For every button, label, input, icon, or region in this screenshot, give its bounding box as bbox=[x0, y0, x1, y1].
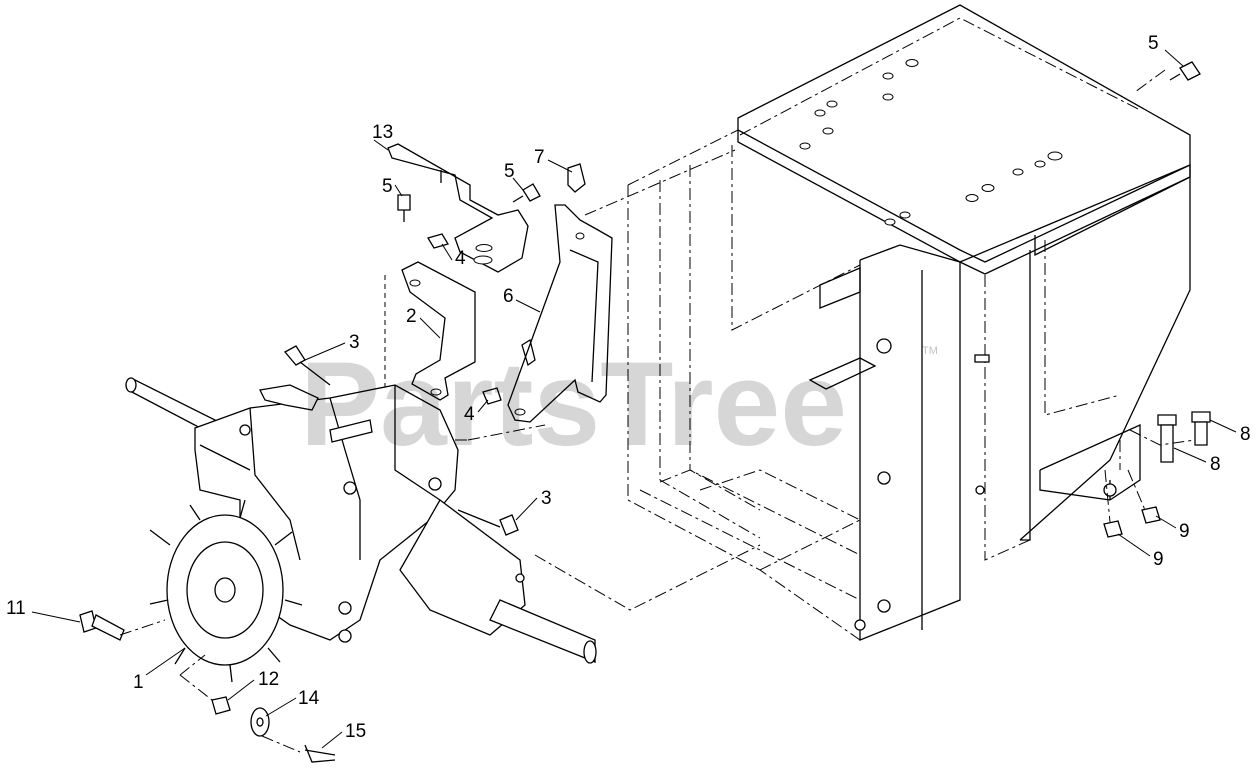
leader-lines bbox=[31, 49, 1237, 749]
frame-bolts bbox=[854, 338, 1117, 631]
nut-12 bbox=[211, 696, 231, 715]
plate-6 bbox=[507, 204, 613, 423]
callout-6: 6 bbox=[503, 286, 514, 307]
callout-3-upper: 3 bbox=[349, 332, 360, 353]
watermark-tm: TM bbox=[922, 345, 938, 357]
pin-15 bbox=[304, 744, 336, 763]
callout-8-upper: 8 bbox=[1240, 424, 1251, 445]
callout-7: 7 bbox=[534, 147, 545, 168]
callout-12: 12 bbox=[258, 669, 279, 690]
cooling-fan-1 bbox=[149, 499, 303, 683]
callout-5-right: 5 bbox=[1148, 33, 1159, 54]
frame-assembly bbox=[627, 4, 1191, 641]
callout-4-lower: 4 bbox=[464, 404, 475, 425]
callout-13: 13 bbox=[372, 122, 393, 143]
callout-9-lower: 9 bbox=[1153, 549, 1164, 570]
assembly-lines bbox=[119, 69, 1196, 753]
watermark-text: PartsTree bbox=[300, 337, 847, 471]
callout-15: 15 bbox=[345, 721, 366, 742]
clip-7 bbox=[567, 163, 586, 193]
callout-labels: 1 2 3 3 4 4 5 5 5 6 7 8 8 9 9 11 12 13 1… bbox=[6, 33, 1251, 742]
callout-9-upper: 9 bbox=[1179, 521, 1190, 542]
callout-8-lower: 8 bbox=[1210, 454, 1221, 475]
callout-5-left: 5 bbox=[382, 176, 393, 197]
bolt-8-group bbox=[1157, 411, 1211, 463]
bracket-13 bbox=[387, 143, 529, 273]
callout-11: 11 bbox=[6, 598, 26, 619]
callout-1: 1 bbox=[133, 672, 144, 693]
callout-5-center: 5 bbox=[504, 161, 515, 182]
callout-14: 14 bbox=[298, 688, 320, 709]
callout-3-lower: 3 bbox=[541, 488, 552, 509]
callout-2: 2 bbox=[406, 306, 417, 327]
bolt-11 bbox=[79, 610, 125, 641]
washer-14 bbox=[250, 707, 270, 737]
nut-9-group bbox=[1103, 506, 1161, 538]
frame-holes bbox=[799, 59, 1063, 226]
bracket-2 bbox=[384, 261, 476, 401]
bolt-5-group bbox=[397, 61, 1201, 222]
callout-4-upper: 4 bbox=[455, 248, 466, 269]
